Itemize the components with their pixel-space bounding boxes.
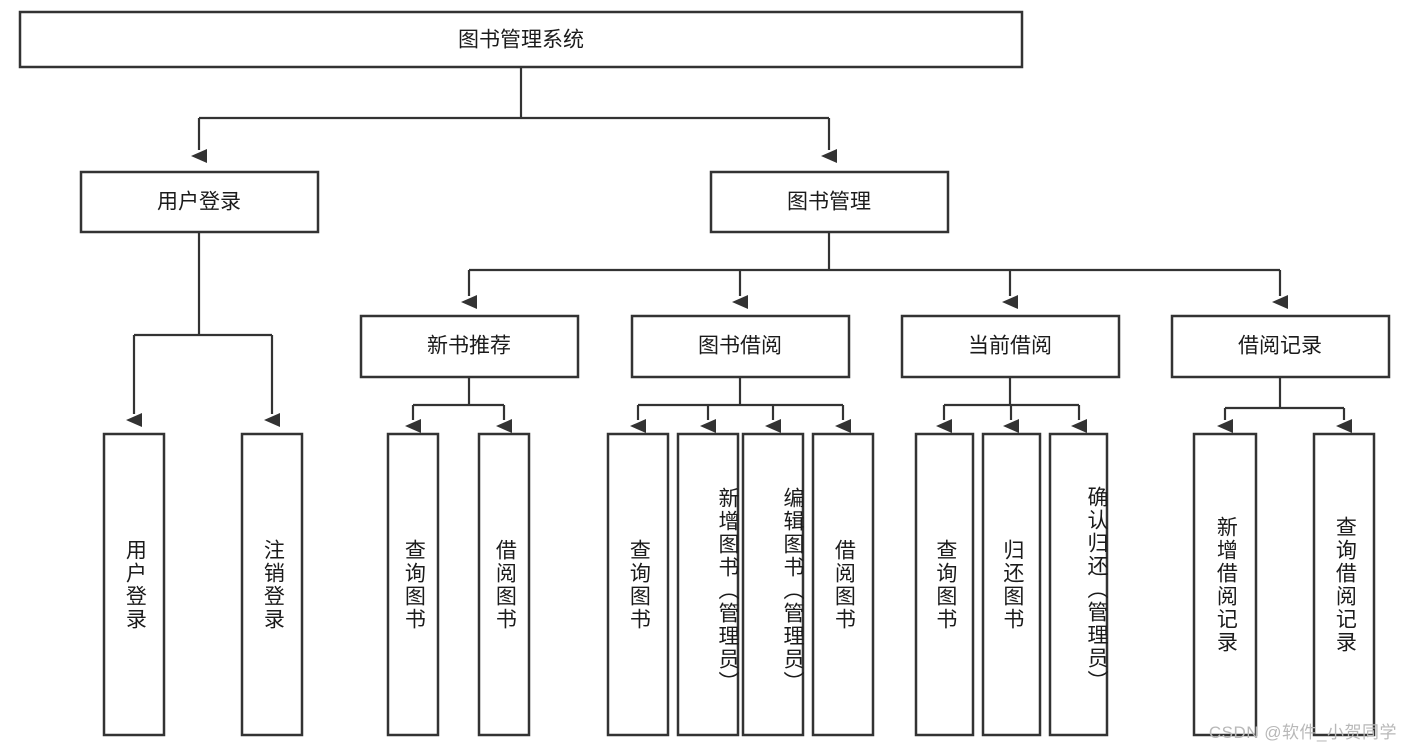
node-root[interactable]: 图书管理系统 [18, 10, 1024, 69]
leaf-box-add-record[interactable] [1192, 432, 1258, 737]
node-borrow-record-label: 借阅记录 [1238, 335, 1322, 358]
node-current-borrow-box[interactable] [900, 314, 1121, 379]
leaf-box-user-login[interactable] [102, 432, 166, 737]
node-book-borrow[interactable]: 图书借阅 [630, 314, 851, 379]
connector-borrowrecord-to-leaves [1217, 377, 1352, 433]
node-book-borrow-label: 图书借阅 [698, 335, 782, 358]
node-borrow-record-box[interactable] [1170, 314, 1391, 379]
node-new-book-recommend-box[interactable] [359, 314, 580, 379]
connector-userlogin-to-leaves [126, 232, 280, 427]
connector-root-to-level1 [191, 67, 837, 163]
connector-bookborrow-to-leaves [630, 377, 851, 433]
node-user-login-box[interactable] [79, 170, 320, 234]
leaf-box-query-book-2[interactable] [606, 432, 670, 737]
leaf-box-logout-login[interactable] [240, 432, 304, 737]
node-new-book-recommend-label: 新书推荐 [427, 335, 511, 358]
csdn-watermark: CSDN @软件_小贺同学 [1208, 723, 1397, 742]
connector-bookmgmt-to-level2 [461, 232, 1288, 309]
node-book-management[interactable]: 图书管理 [709, 170, 950, 234]
leaf-box-borrow-book-1[interactable] [477, 432, 531, 737]
leaf-box-query-book-1[interactable] [386, 432, 440, 737]
node-user-login-label: 用户登录 [157, 191, 241, 214]
node-new-book-recommend[interactable]: 新书推荐 [359, 314, 580, 379]
node-root-label: 图书管理系统 [458, 29, 584, 52]
leaf-box-borrow-book-2[interactable] [811, 432, 875, 737]
leaf-box-edit-book[interactable] [741, 432, 805, 737]
node-current-borrow-label: 当前借阅 [968, 335, 1052, 358]
node-borrow-record[interactable]: 借阅记录 [1170, 314, 1391, 379]
leaf-box-confirm-return[interactable] [1048, 432, 1109, 737]
node-book-management-label: 图书管理 [787, 191, 871, 214]
node-book-borrow-box[interactable] [630, 314, 851, 379]
node-user-login[interactable]: 用户登录 [79, 170, 320, 234]
leaf-box-add-book[interactable] [676, 432, 740, 737]
node-root-box[interactable] [18, 10, 1024, 69]
leaf-box-query-record[interactable] [1312, 432, 1376, 737]
connector-newbook-to-leaves [405, 377, 512, 433]
node-current-borrow[interactable]: 当前借阅 [900, 314, 1121, 379]
leaf-box-query-book-3[interactable] [914, 432, 975, 737]
connector-currentborrow-to-leaves [936, 377, 1087, 433]
node-book-management-box[interactable] [709, 170, 950, 234]
leaf-box-return-book[interactable] [981, 432, 1042, 737]
